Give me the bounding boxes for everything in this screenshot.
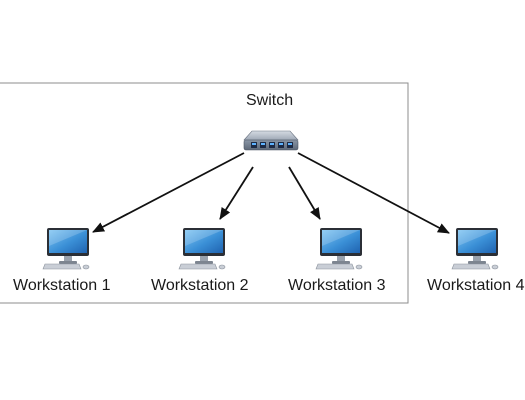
arrow-to-workstation-2 — [219, 166, 254, 220]
diagram-canvas — [0, 82, 499, 304]
desktop-computer-icon — [315, 227, 363, 270]
arrow-to-workstation-4 — [297, 152, 450, 234]
desktop-computer-icon — [451, 227, 499, 270]
workstation-label: Workstation 2 — [151, 277, 249, 294]
desktop-computer-icon — [42, 227, 90, 270]
switch-label: Switch — [246, 92, 294, 109]
workstation-label: Workstation 1 — [13, 277, 111, 294]
desktop-computer-icon — [178, 227, 226, 270]
network-switch-icon — [243, 130, 299, 151]
workstation-label: Workstation 3 — [288, 277, 386, 294]
diagram-frame — [0, 82, 409, 304]
workstation-label: Workstation 4 — [427, 277, 525, 294]
arrow-to-workstation-1 — [92, 152, 245, 233]
arrow-to-workstation-3 — [288, 166, 321, 220]
network-diagram: Switch Workstation 1 Workstation 2 Works… — [0, 82, 525, 304]
